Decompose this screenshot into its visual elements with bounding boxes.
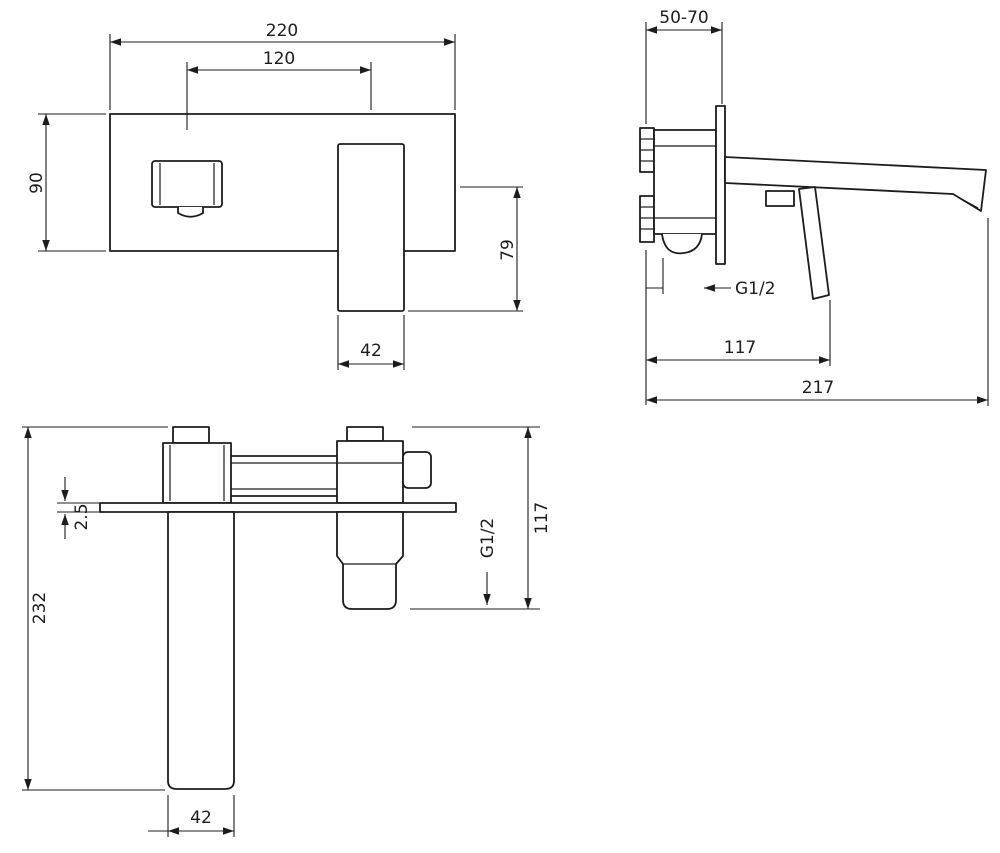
thread-callout-bottom: G1/2 [478, 518, 498, 605]
dim-total-width: 220 [109, 21, 456, 110]
thread-callout-side: G1/2 [645, 250, 776, 405]
dim-total-height: 232 [22, 426, 168, 791]
handle-side [765, 186, 830, 300]
plate-edge [99, 502, 457, 513]
body-above-plate [162, 426, 432, 504]
spout-side [724, 156, 987, 212]
dim-centers-distance: 120 [186, 49, 372, 130]
handle-front [337, 143, 405, 312]
dim-upper-height: 117 [410, 426, 552, 610]
left-mount-bracket [172, 426, 210, 444]
valve-body-side [653, 129, 717, 255]
spout-body-section [162, 442, 232, 504]
dim-label-232: 232 [30, 592, 50, 624]
thread-label-bottom: G1/2 [478, 518, 498, 559]
dim-label-79: 79 [498, 239, 518, 261]
dim-drop-height: 79 [408, 186, 523, 312]
dim-label-117-bottom: 117 [532, 502, 552, 534]
dim-label-217: 217 [802, 378, 834, 398]
right-mount-bracket [346, 426, 384, 442]
dim-label-42-bottom: 42 [190, 808, 212, 828]
dim-label-220: 220 [266, 21, 298, 41]
dim-label-42-front: 42 [360, 341, 382, 361]
dim-plate-thickness: 2.5 [57, 477, 100, 539]
spout-tube [167, 511, 235, 790]
dim-handle-width: 42 [337, 315, 405, 370]
dim-label-50-70: 50-70 [659, 8, 708, 28]
dim-depth-total: 217 [646, 218, 989, 406]
aerator [177, 207, 204, 218]
dim-label-117-side: 117 [724, 338, 756, 358]
inlet-fittings [639, 127, 655, 243]
spout-front [151, 160, 223, 218]
front-view: 220 120 90 79 42 [27, 21, 523, 370]
dim-wall-range: 50-70 [645, 8, 723, 124]
handle-section [336, 511, 404, 610]
dim-label-120: 120 [263, 49, 295, 69]
wall-flange-side [715, 105, 726, 265]
dim-label-2-5: 2.5 [72, 503, 92, 530]
bottom-view: 2.5 232 G1/2 117 42 [22, 426, 552, 837]
dim-depth-mid: 117 [646, 300, 831, 366]
dim-label-90: 90 [27, 172, 47, 194]
dim-plate-height: 90 [27, 113, 106, 252]
side-view: 50-70 G1/2 117 217 [639, 8, 989, 406]
dim-spout-width: 42 [148, 795, 235, 837]
thread-label-side: G1/2 [735, 279, 776, 299]
valve-side-port [402, 451, 432, 489]
valve-body-section [336, 440, 404, 504]
